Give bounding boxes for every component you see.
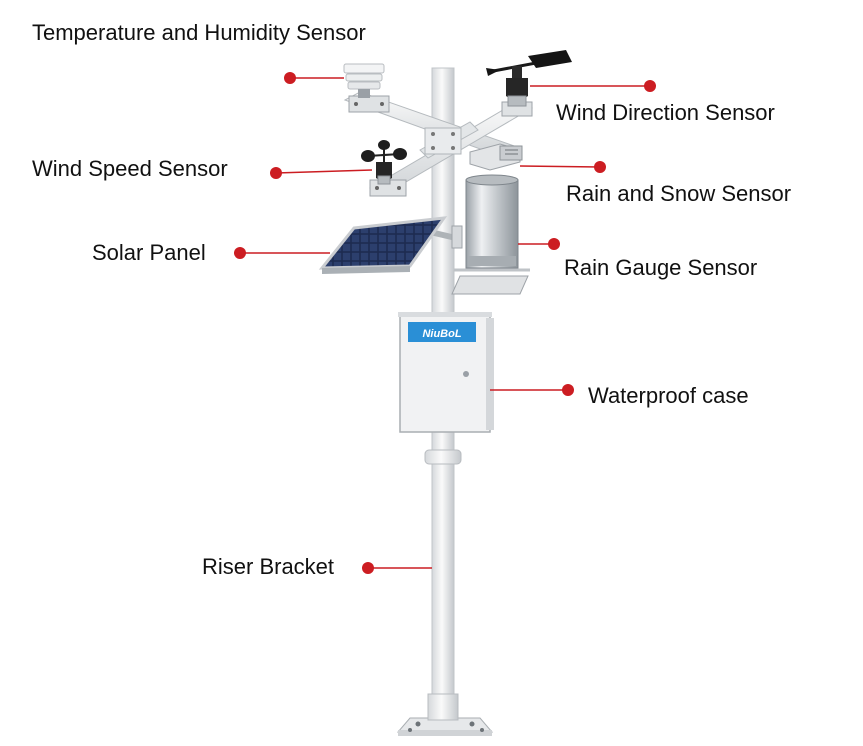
callout-dot-temp-humidity [284,72,296,84]
label-riser-bracket: Riser Bracket [202,556,334,578]
label-wind-direction: Wind Direction Sensor [556,102,775,124]
label-temp-humidity: Temperature and Humidity Sensor [32,22,366,44]
callout-dot-riser-bracket [362,562,374,574]
callout-dot-wind-speed [270,167,282,179]
callout-dot-rain-gauge [548,238,560,250]
label-rain-gauge: Rain Gauge Sensor [564,257,757,279]
callout-dot-solar-panel [234,247,246,259]
label-waterproof-case: Waterproof case [588,385,749,407]
rain-gauge-sensor [452,175,530,294]
label-wind-speed: Wind Speed Sensor [32,158,228,180]
callout-dot-rain-snow [594,161,606,173]
callout-dot-waterproof-case [562,384,574,396]
label-solar-panel: Solar Panel [92,242,206,264]
callout-dot-wind-direction [644,80,656,92]
temp-humidity-shield [344,64,384,98]
label-rain-snow: Rain and Snow Sensor [566,183,791,205]
leader-wind-speed [276,170,372,173]
brand-logo: NiuBoL [422,328,461,340]
waterproof-case: NiuBoL [398,312,494,432]
wind-direction-vane [486,50,572,106]
leader-rain-snow [520,166,600,167]
